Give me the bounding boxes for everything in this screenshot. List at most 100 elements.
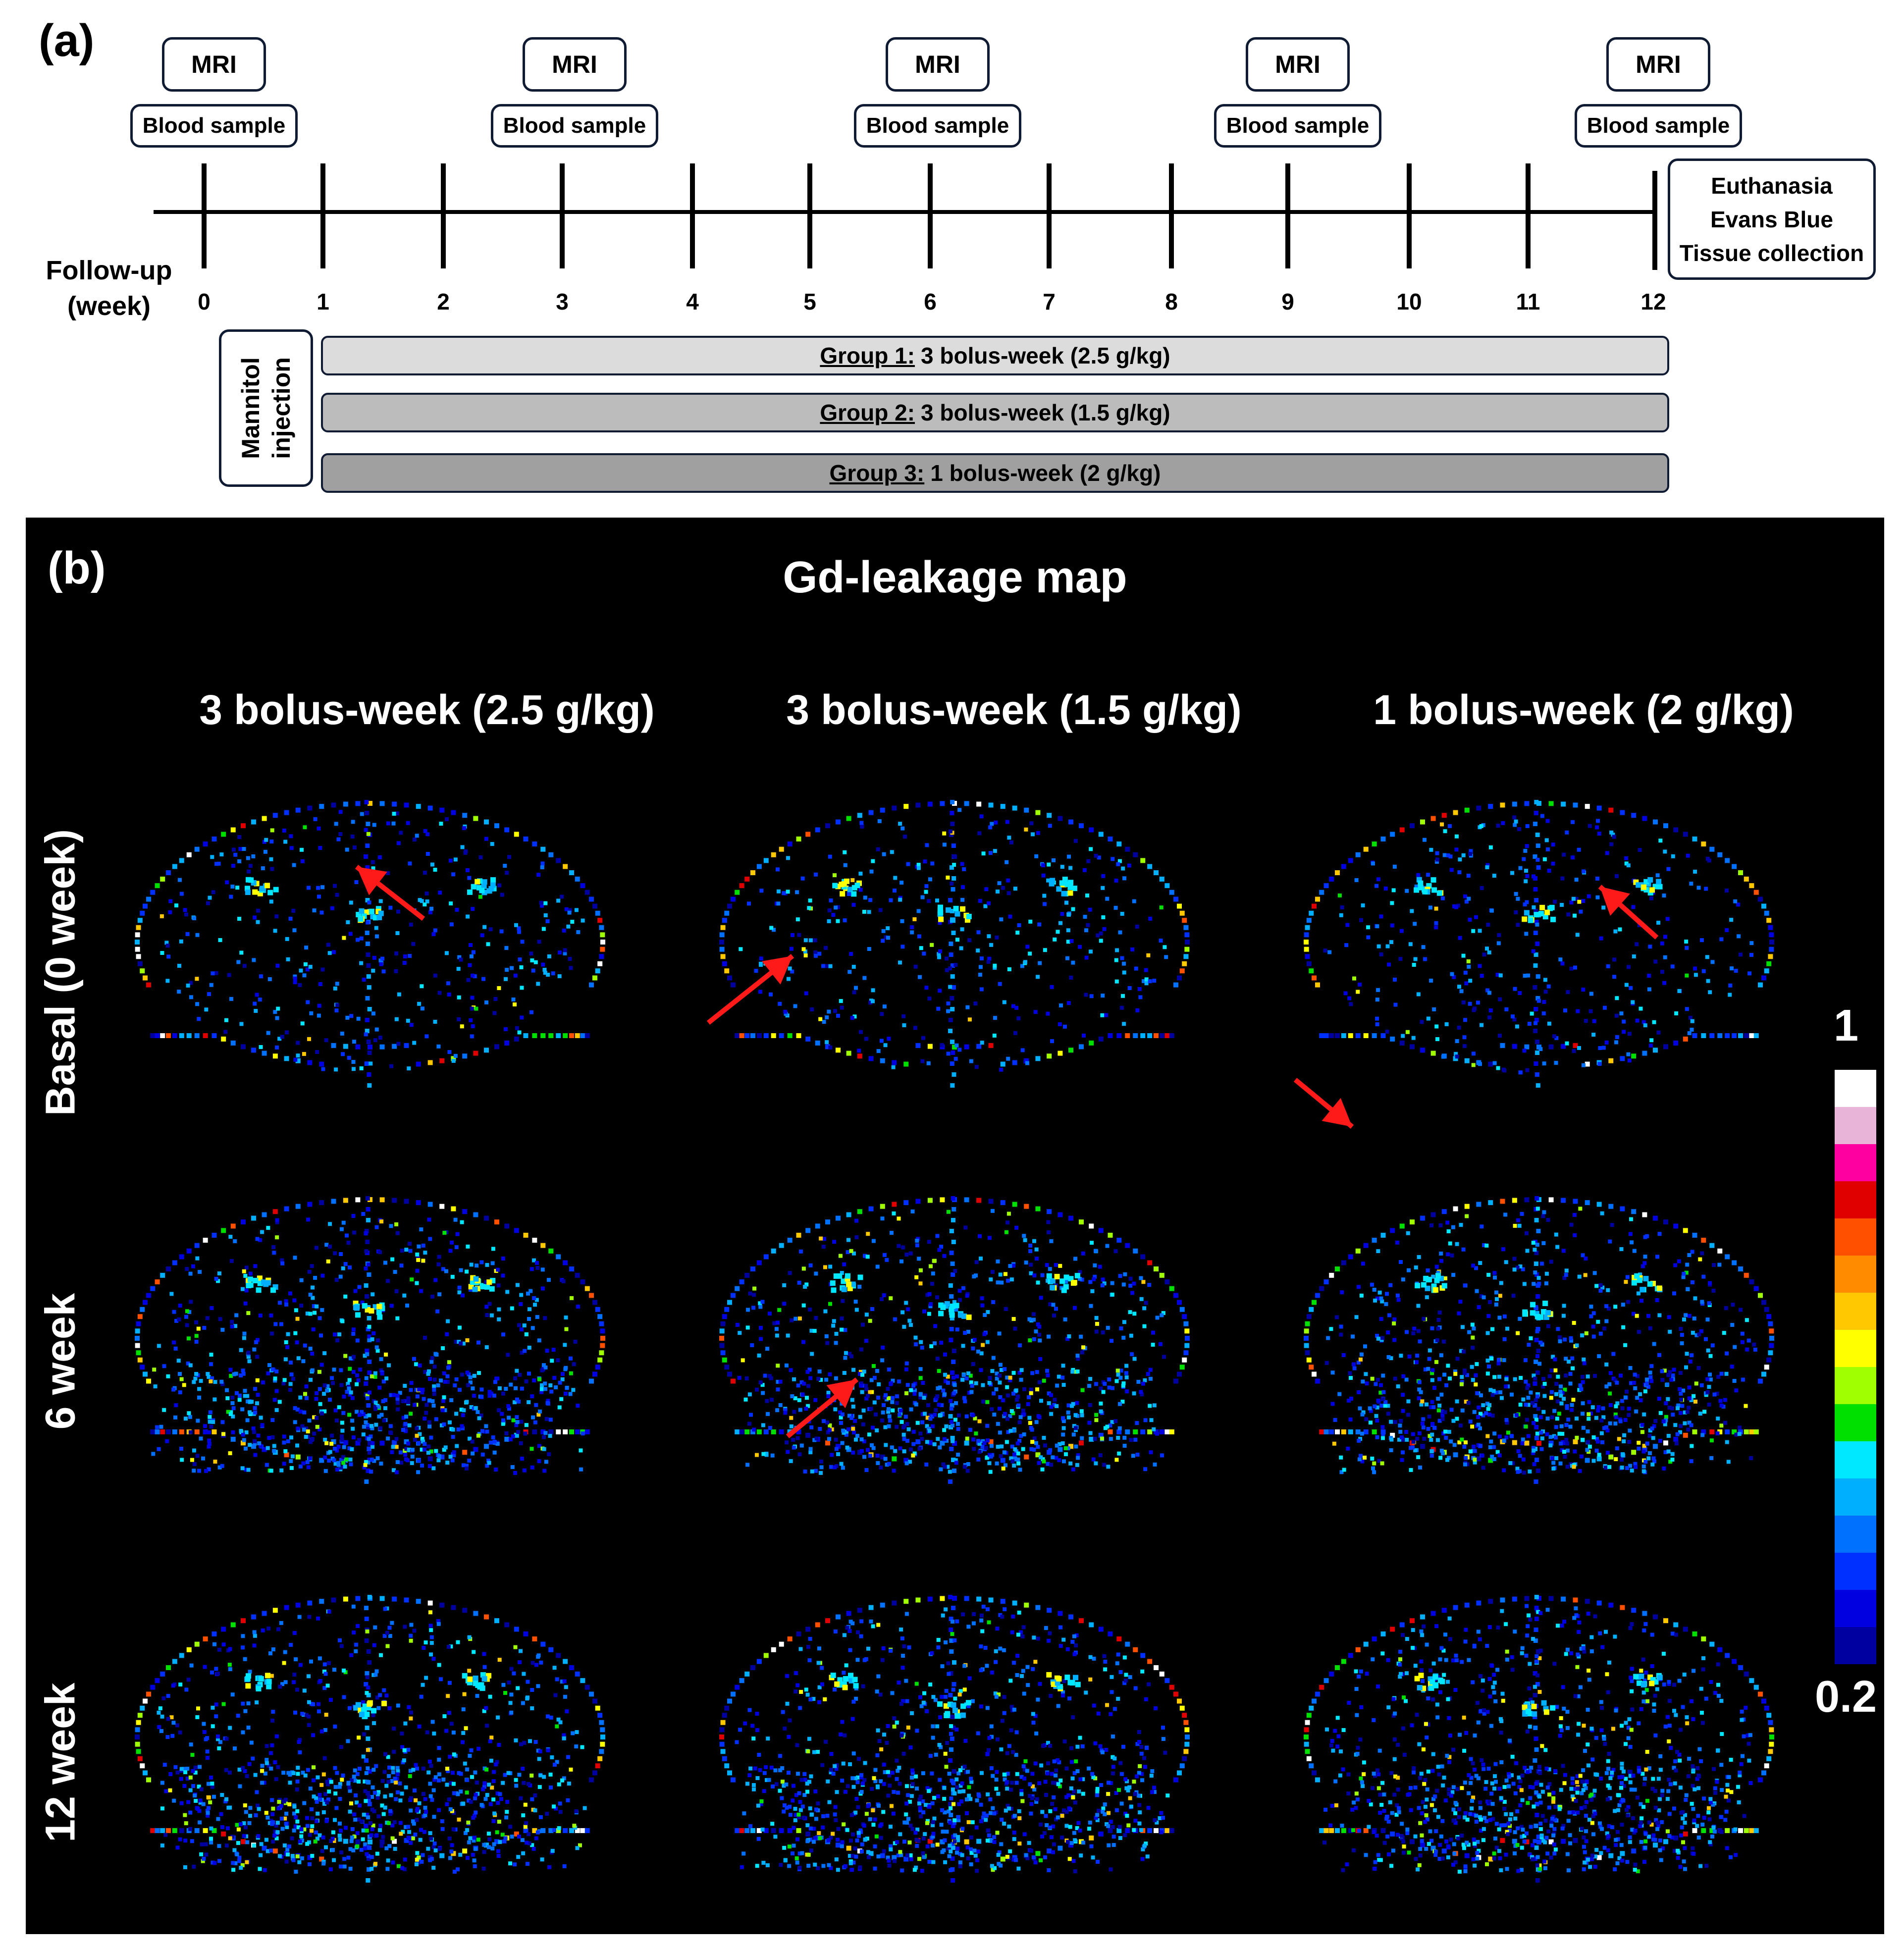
mri-box: MRI bbox=[523, 37, 627, 92]
euthanasia-label: Euthanasia bbox=[1711, 172, 1833, 199]
end-procedures-box: Euthanasia Evans Blue Tissue collection bbox=[1668, 158, 1876, 280]
colorbar bbox=[1835, 1070, 1876, 1664]
evans-blue-label: Evans Blue bbox=[1710, 206, 1833, 232]
followup-axis-label: Follow-up (week) bbox=[35, 253, 183, 324]
week-label: 2 bbox=[437, 289, 450, 315]
group-2-desc: 3 bolus-week (1.5 g/kg) bbox=[921, 400, 1170, 425]
week-label: 3 bbox=[556, 289, 569, 315]
group-3-bar: Group 3: 1 bolus-week (2 g/kg) bbox=[321, 453, 1669, 493]
group-3-desc: 1 bolus-week (2 g/kg) bbox=[930, 460, 1161, 486]
blood-sample-box: Blood sample bbox=[491, 104, 658, 148]
colorbar-segment bbox=[1835, 1553, 1876, 1590]
mri-box: MRI bbox=[1246, 37, 1350, 92]
brain-leakage-map bbox=[120, 780, 615, 1127]
brain-leakage-map bbox=[704, 780, 1200, 1127]
row-label-12-week: 12 week bbox=[37, 1683, 84, 1842]
brain-leakage-map bbox=[120, 1176, 615, 1523]
colorbar-segment bbox=[1835, 1107, 1876, 1144]
tissue-collection-label: Tissue collection bbox=[1679, 240, 1864, 266]
colorbar-segment bbox=[1835, 1256, 1876, 1293]
week-label: 12 bbox=[1640, 289, 1666, 315]
timeline-tick bbox=[320, 163, 325, 268]
week-label: 8 bbox=[1165, 289, 1178, 315]
brain-leakage-map bbox=[1289, 1176, 1784, 1523]
brain-leakage-map bbox=[704, 1575, 1200, 1922]
group-1-desc: 3 bolus-week (2.5 g/kg) bbox=[921, 343, 1170, 368]
group-3-name: Group 3: bbox=[829, 460, 925, 486]
colorbar-segment bbox=[1835, 1627, 1876, 1664]
brain-map-image bbox=[719, 1196, 1190, 1484]
colorbar-segment bbox=[1835, 1478, 1876, 1516]
colorbar-segment bbox=[1835, 1293, 1876, 1330]
colorbar-min-label: 0.2 bbox=[1815, 1672, 1877, 1722]
colorbar-segment bbox=[1835, 1070, 1876, 1107]
timeline-tick bbox=[928, 163, 933, 268]
followup-label-line1: Follow-up bbox=[46, 256, 172, 285]
brain-map-image bbox=[1304, 1595, 1774, 1883]
colorbar-max-label: 1 bbox=[1834, 1001, 1859, 1051]
group-1-bar: Group 1: 3 bolus-week (2.5 g/kg) bbox=[321, 336, 1669, 375]
column-title-1: 3 bolus-week (2.5 g/kg) bbox=[199, 686, 655, 733]
week-label: 7 bbox=[1043, 289, 1056, 315]
blood-sample-box: Blood sample bbox=[1575, 104, 1742, 148]
timeline-tick bbox=[1407, 163, 1412, 268]
week-label: 4 bbox=[686, 289, 699, 315]
brain-map-image bbox=[1304, 800, 1774, 1088]
colorbar-segment bbox=[1835, 1330, 1876, 1367]
mri-box: MRI bbox=[886, 37, 990, 92]
group-2-name: Group 2: bbox=[820, 400, 915, 425]
week-label: 5 bbox=[803, 289, 816, 315]
timeline-tick bbox=[441, 163, 446, 268]
blood-sample-box: Blood sample bbox=[1214, 104, 1381, 148]
timeline-tick bbox=[1526, 163, 1531, 268]
week-label: 1 bbox=[317, 289, 329, 315]
colorbar-segment bbox=[1835, 1181, 1876, 1218]
blood-sample-box: Blood sample bbox=[130, 104, 298, 148]
column-title-2: 3 bolus-week (1.5 g/kg) bbox=[786, 686, 1242, 733]
timeline-tick bbox=[807, 163, 812, 268]
timeline-tick bbox=[560, 163, 565, 268]
colorbar-segment bbox=[1835, 1404, 1876, 1441]
timeline-end-bar bbox=[1652, 171, 1657, 270]
mri-box: MRI bbox=[162, 37, 266, 92]
week-label: 0 bbox=[198, 289, 211, 315]
colorbar-segment bbox=[1835, 1516, 1876, 1553]
timeline-axis bbox=[154, 210, 1654, 214]
gd-leakage-panel: (b) Gd-leakage map 3 bolus-week (2.5 g/k… bbox=[26, 518, 1884, 1934]
brain-leakage-map bbox=[704, 1176, 1200, 1523]
colorbar-segment bbox=[1835, 1441, 1876, 1478]
brain-map-image bbox=[1304, 1196, 1774, 1484]
row-label-basal: Basal (0 week) bbox=[37, 829, 84, 1116]
panel-b-title: Gd-leakage map bbox=[783, 553, 1127, 602]
brain-leakage-map bbox=[120, 1575, 615, 1922]
group-1-name: Group 1: bbox=[820, 343, 915, 368]
row-label-6-week: 6 week bbox=[37, 1293, 84, 1430]
timeline-tick bbox=[202, 163, 207, 268]
timeline-tick bbox=[1169, 163, 1174, 268]
mannitol-label: Mannitol bbox=[237, 357, 265, 459]
column-title-3: 1 bolus-week (2 g/kg) bbox=[1373, 686, 1794, 733]
brain-map-image bbox=[135, 800, 605, 1088]
timeline-tick bbox=[690, 163, 695, 268]
blood-sample-box: Blood sample bbox=[854, 104, 1021, 148]
week-label: 11 bbox=[1516, 289, 1540, 315]
brain-map-image bbox=[135, 1595, 605, 1883]
mannitol-injection-box: Mannitol injection bbox=[219, 329, 313, 487]
brain-leakage-map bbox=[1289, 1575, 1784, 1922]
group-2-bar: Group 2: 3 bolus-week (1.5 g/kg) bbox=[321, 393, 1669, 432]
followup-label-line2: (week) bbox=[67, 291, 151, 321]
week-label: 6 bbox=[924, 289, 937, 315]
colorbar-segment bbox=[1835, 1367, 1876, 1404]
injection-label: injection bbox=[267, 357, 296, 459]
week-label: 10 bbox=[1396, 289, 1422, 315]
panel-b-label: (b) bbox=[48, 543, 106, 593]
colorbar-segment bbox=[1835, 1218, 1876, 1256]
brain-map-image bbox=[719, 800, 1190, 1088]
panel-a-label: (a) bbox=[39, 15, 95, 66]
mri-box: MRI bbox=[1606, 37, 1710, 92]
brain-map-image bbox=[719, 1595, 1190, 1883]
colorbar-segment bbox=[1835, 1144, 1876, 1181]
timeline-tick bbox=[1047, 163, 1052, 268]
week-label: 9 bbox=[1281, 289, 1294, 315]
brain-map-image bbox=[135, 1196, 605, 1484]
